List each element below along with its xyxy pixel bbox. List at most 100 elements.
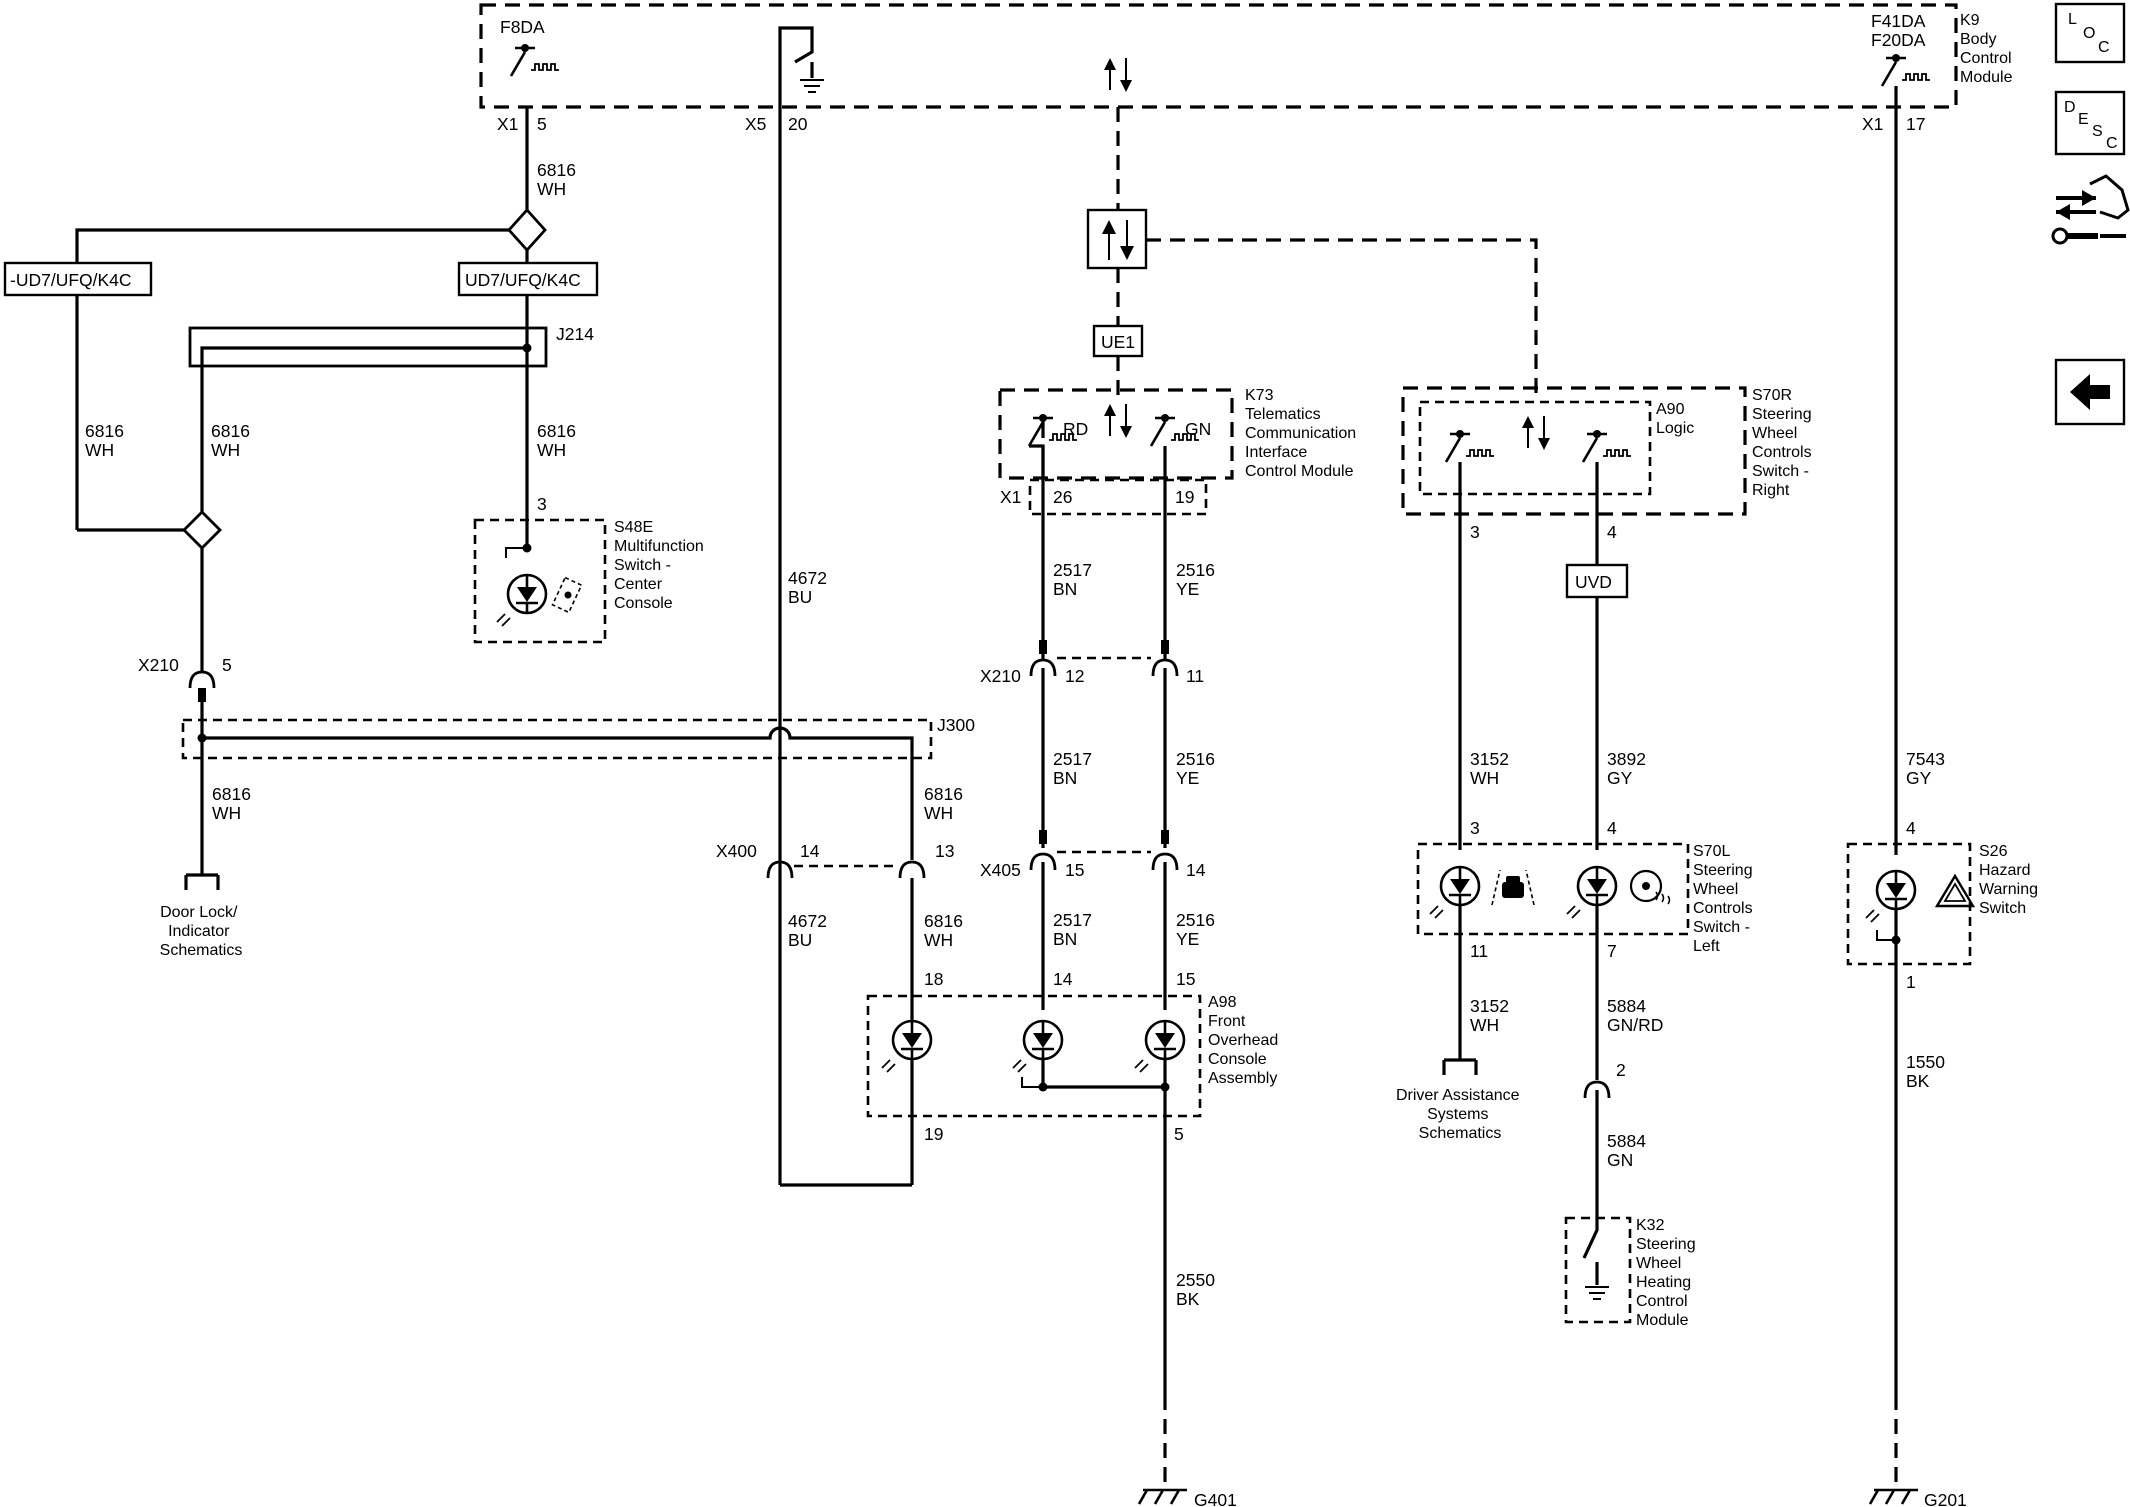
x1-label-left: X1 [497, 114, 518, 134]
x405-pin15: 15 [1065, 860, 1084, 880]
k73-rd: RD [1063, 419, 1088, 439]
x210-label-mid: X210 [980, 666, 1021, 686]
k32-label: K32 Steering Wheel Heating Control Modul… [1636, 1217, 1700, 1329]
a98-pin5: 5 [1174, 1124, 1184, 1144]
s26-pin1: 1 [1906, 972, 1916, 992]
x1-pin17: 17 [1906, 114, 1925, 134]
ground-g401-icon [1137, 1488, 1189, 1506]
x210-pin12: 12 [1065, 666, 1084, 686]
s70l-pin4: 4 [1607, 818, 1617, 838]
a98-pin18: 18 [924, 969, 943, 989]
data-arrows-icon [1104, 58, 1132, 92]
k73-gn: GN [1185, 419, 1211, 439]
s70r-pin3: 3 [1470, 522, 1480, 542]
k9-fuse-right-1: F41DA [1871, 11, 1926, 31]
connector-end-view-button[interactable] [2051, 174, 2130, 245]
k9-fuse-left: F8DA [500, 17, 545, 37]
svg-text:O: O [2083, 25, 2095, 42]
a98-label: A98 Front Overhead Console Assembly [1208, 994, 1283, 1087]
s70l-pin7: 7 [1607, 941, 1617, 961]
ground-g201: G201 [1924, 1490, 1967, 1507]
s70l-pin11: 11 [1470, 941, 1488, 961]
option-ue1: UE1 [1101, 332, 1135, 352]
a98-pin14: 14 [1053, 969, 1073, 989]
svg-text:D: D [2064, 99, 2076, 116]
s26-label: S26 Hazard Warning Switch [1979, 843, 2042, 917]
data-arrows-icon [1102, 220, 1134, 260]
desc-button[interactable]: D E S C [2054, 90, 2126, 156]
k73-pin19: 19 [1175, 487, 1194, 507]
driver-assist-ref: Driver Assistance Systems Schematics [1396, 1087, 1524, 1142]
k73-x1: X1 [1000, 487, 1021, 507]
x5-label: X5 [745, 114, 766, 134]
svg-text:C: C [2106, 135, 2118, 152]
k73-pin26: 26 [1053, 487, 1072, 507]
loc-button[interactable]: L O C [2054, 2, 2126, 64]
k9-module-box [479, 3, 1958, 109]
x1-label-right: X1 [1862, 114, 1883, 134]
option-uvd-box [1565, 563, 1629, 599]
data-arrows-icon [1104, 404, 1132, 438]
x210-pin5: 5 [222, 655, 232, 675]
data-arrows-icon [1522, 416, 1550, 450]
x210-label-left: X210 [138, 655, 179, 675]
a90-label: A90 Logic [1656, 401, 1694, 437]
s70r-pin4: 4 [1607, 522, 1617, 542]
j214-splice [188, 326, 548, 368]
s48e-pin3: 3 [537, 494, 547, 514]
arrow-left-icon [2070, 374, 2110, 410]
svg-text:S: S [2092, 123, 2103, 140]
s26-module-box [1846, 842, 1972, 966]
lane-assist-icon [1491, 869, 1535, 906]
s70l-label: S70L Steering Wheel Controls Switch - Le… [1693, 843, 1757, 955]
connector-wrench-icon [2051, 174, 2130, 245]
x5-pin20: 20 [788, 114, 808, 134]
x405-pin14: 14 [1186, 860, 1206, 880]
a98-module-box [866, 994, 1202, 1118]
svg-text:L: L [2068, 11, 2077, 28]
ground-g401: G401 [1194, 1490, 1237, 1507]
x210-pin11: 11 [1186, 666, 1204, 686]
svg-text:C: C [2098, 39, 2110, 56]
door-lock-ref: Door Lock/ Indicator Schematics [160, 904, 243, 959]
heated-steering-wheel-icon [1629, 869, 1671, 905]
gateway-box [1086, 208, 1148, 270]
x400-pin14: 14 [800, 841, 820, 861]
k73-module-box [998, 388, 1234, 480]
back-button[interactable] [2054, 358, 2126, 426]
s70l-module-box [1416, 842, 1690, 936]
a98-pin15: 15 [1176, 969, 1195, 989]
s70l-pin3: 3 [1470, 818, 1480, 838]
k32-pin2: 2 [1616, 1060, 1626, 1080]
s48e-label: S48E Multifunction Switch - Center Conso… [614, 519, 708, 612]
s26-pin4: 4 [1906, 818, 1916, 838]
option-right: UD7/UFQ/K4C [465, 270, 581, 290]
j300-label: J300 [937, 715, 975, 735]
k9-fuse-right-2: F20DA [1871, 30, 1926, 50]
a90-logic-box [1418, 400, 1652, 496]
option-uvd: UVD [1575, 572, 1612, 592]
x1-pin5: 5 [537, 114, 547, 134]
s70r-label: S70R Steering Wheel Controls Switch - Ri… [1752, 387, 1816, 499]
a98-pin19: 19 [924, 1124, 943, 1144]
